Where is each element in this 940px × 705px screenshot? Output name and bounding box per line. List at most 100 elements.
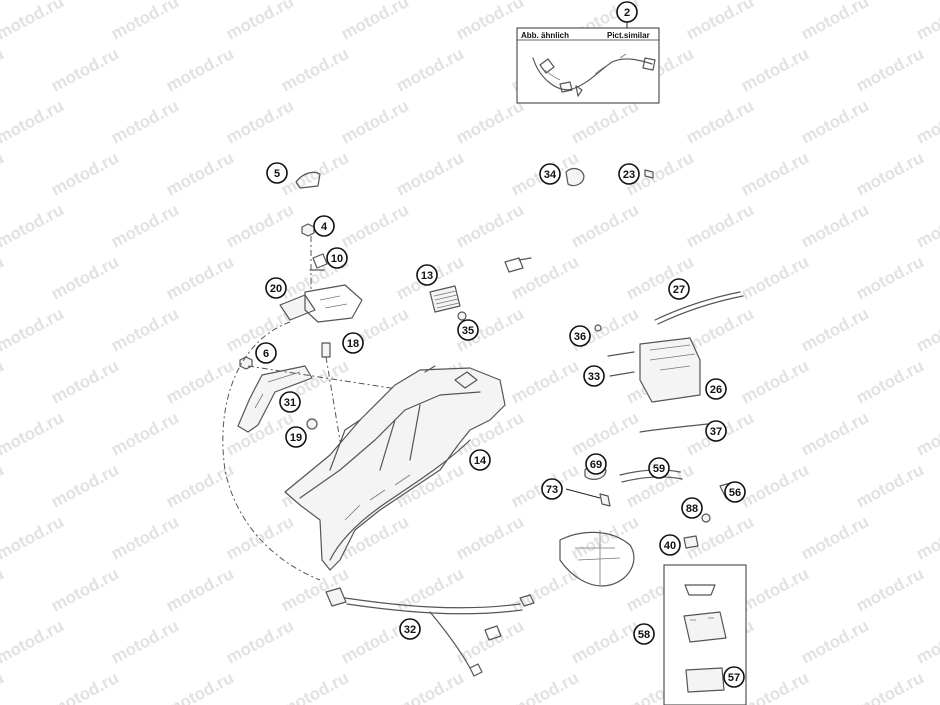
callout-number: 88 [686, 503, 698, 515]
callout-circle [265, 277, 287, 299]
watermark-text: motod.ru [913, 200, 940, 251]
callout-2: 2 [616, 1, 638, 23]
callout-number: 33 [588, 371, 600, 383]
part-20-plate [304, 284, 363, 323]
callout-circle [723, 666, 745, 688]
callout-circle [457, 319, 479, 341]
callout-circle [569, 325, 591, 347]
callout-32: 32 [399, 618, 421, 640]
watermark-text: motod.ru [338, 96, 412, 147]
watermark-text: motod.ru [223, 512, 297, 563]
watermark-text: motod.ru [48, 668, 122, 705]
watermark-text: motod.ru [0, 512, 67, 563]
watermark-text: motod.ru [223, 96, 297, 147]
watermark-text: motod.ru [108, 200, 182, 251]
callout-19: 19 [285, 426, 307, 448]
watermark-text: motod.ru [738, 564, 812, 615]
watermark-text: motod.ru [683, 200, 757, 251]
callout-circle [633, 623, 655, 645]
callout-56: 56 [724, 481, 746, 503]
watermark-text: motod.ru [853, 44, 927, 95]
callout-number: 36 [574, 331, 586, 343]
watermark-text: motod.ru [683, 0, 757, 44]
callout-59: 59 [648, 457, 670, 479]
inset-harness-2: Abb. ähnlich Pict.similar [516, 27, 660, 104]
watermark-text: motod.ru [393, 148, 467, 199]
part-6-nut [239, 356, 253, 370]
callout-number: 14 [474, 455, 487, 467]
watermark-text: motod.ru [0, 564, 7, 615]
watermark-text: motod.ru [0, 408, 67, 459]
watermark-text: motod.ru [738, 148, 812, 199]
watermark-text: motod.ru [738, 356, 812, 407]
part-32-connector [325, 587, 347, 607]
watermark-text: motod.ru [163, 564, 237, 615]
callout-40: 40 [659, 534, 681, 556]
watermark-text: motod.ru [48, 148, 122, 199]
watermark-text: motod.ru [738, 460, 812, 511]
part-88-nut [701, 513, 711, 523]
callout-number: 59 [653, 463, 665, 475]
callout-number: 10 [331, 253, 343, 265]
part-4-nut [301, 223, 315, 237]
inset-label-en: Pict.similar [607, 31, 650, 40]
watermark-text: motod.ru [163, 356, 237, 407]
callout-20: 20 [265, 277, 287, 299]
callout-number: 31 [284, 397, 296, 409]
watermark-text: motod.ru [913, 0, 940, 44]
callout-circle [285, 426, 307, 448]
watermark-text: motod.ru [223, 616, 297, 667]
watermark-text: motod.ru [853, 668, 927, 705]
watermark-text: motod.ru [798, 96, 872, 147]
callout-circle [648, 457, 670, 479]
watermark-text: motod.ru [738, 252, 812, 303]
watermark-text: motod.ru [568, 616, 642, 667]
callout-circle [541, 478, 563, 500]
watermark-text: motod.ru [0, 148, 7, 199]
harness-dash-guide [222, 321, 321, 581]
callout-circle [705, 378, 727, 400]
watermark-text: motod.ru [568, 408, 642, 459]
watermark-text: motod.ru [0, 460, 7, 511]
callout-5: 5 [266, 162, 288, 184]
callout-18: 18 [342, 332, 364, 354]
callout-circle [618, 163, 640, 185]
watermark-text: motod.ru [163, 460, 237, 511]
callout-circle [279, 391, 301, 413]
part-5-clip [295, 171, 321, 189]
callout-number: 23 [623, 169, 635, 181]
callout-circle [399, 618, 421, 640]
callout-circle [313, 215, 335, 237]
callout-26: 26 [705, 378, 727, 400]
part-32-harness [344, 597, 521, 609]
callout-27: 27 [668, 278, 690, 300]
part-32-branches [429, 611, 502, 677]
watermark-text: motod.ru [798, 200, 872, 251]
callout-circle [724, 481, 746, 503]
callout-number: 20 [270, 283, 282, 295]
watermark-text: motod.ru [0, 0, 67, 44]
watermark-text: motod.ru [108, 304, 182, 355]
callout-number: 57 [728, 672, 740, 684]
watermark-text: motod.ru [108, 512, 182, 563]
watermark-text: motod.ru [913, 304, 940, 355]
watermark-text: motod.ru [508, 356, 582, 407]
watermark-text: motod.ru [508, 668, 582, 705]
callout-circle [583, 365, 605, 387]
callout-circle [668, 278, 690, 300]
watermark-text: motod.ru [393, 44, 467, 95]
watermark-text: motod.ru [853, 356, 927, 407]
part-57-tray [685, 667, 725, 693]
callout-14: 14 [469, 449, 491, 471]
part-13-regulator [429, 285, 461, 313]
part-battery-strap [684, 584, 716, 596]
watermark-text: motod.ru [738, 668, 812, 705]
callout-33: 33 [583, 365, 605, 387]
callout-circle [266, 162, 288, 184]
callout-10: 10 [326, 247, 348, 269]
watermark-text: motod.ru [853, 148, 927, 199]
callout-number: 2 [624, 7, 630, 19]
callout-number: 27 [673, 284, 685, 296]
callout-number: 34 [544, 169, 557, 181]
part-10-bracket [309, 253, 328, 271]
